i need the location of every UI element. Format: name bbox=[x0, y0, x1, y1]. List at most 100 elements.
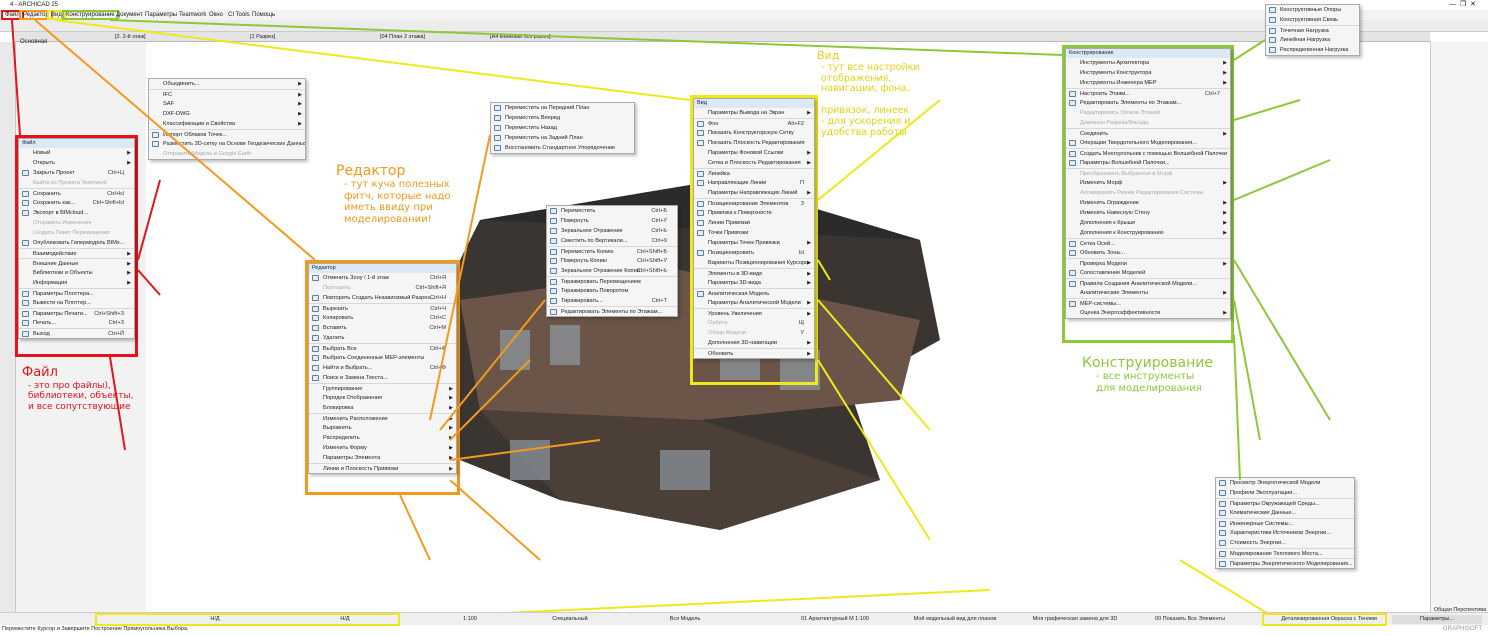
override-select[interactable]: Моя графическая замена для 3D bbox=[1032, 616, 1118, 622]
menu-item[interactable]: Линейка bbox=[694, 168, 814, 178]
menu-item[interactable]: Выровнять▶ bbox=[309, 423, 456, 433]
menu-ci-tools[interactable]: CI Tools bbox=[228, 12, 250, 18]
menu-item[interactable]: Параметры Элемента▶ bbox=[309, 453, 456, 463]
menu-item[interactable]: Оценка Энергоэффективности▶ bbox=[1066, 308, 1230, 318]
menu-item[interactable]: Найти и Выбрать...Ctrl+Ф bbox=[309, 363, 456, 373]
tab-plan-2[interactable]: [04 План 2 этажа] bbox=[380, 34, 426, 40]
menu-item[interactable]: Переместить Назад bbox=[491, 123, 634, 133]
menu-item[interactable]: Проверка Модели▶ bbox=[1066, 258, 1230, 268]
menu-help[interactable]: Помощь bbox=[252, 12, 276, 18]
menu-item[interactable]: Печать...Ctrl+З bbox=[19, 318, 134, 328]
tab-a4-layout[interactable]: [A4 книжный без рамок] bbox=[490, 34, 551, 40]
menu-item[interactable]: Переместить на Задний План bbox=[491, 133, 634, 143]
menu-item[interactable]: Импорт Облаков Точек... bbox=[149, 129, 305, 139]
params-button[interactable]: Параметры... bbox=[1392, 615, 1482, 624]
model-select[interactable]: Вся Модель bbox=[669, 616, 701, 622]
menu-item[interactable]: Параметры Плоттера... bbox=[19, 288, 134, 298]
menu-item[interactable]: Редактировать Элементы по Этажам... bbox=[547, 306, 677, 316]
menu-item[interactable]: Изменить Навесную Стену▶ bbox=[1066, 208, 1230, 218]
menu-item[interactable]: Информация▶ bbox=[19, 278, 134, 288]
menu-item[interactable]: Инструменты Конструктора▶ bbox=[1066, 68, 1230, 78]
menu-item[interactable]: Повторить Создать Независимый Разрез...C… bbox=[309, 293, 456, 303]
menu-item[interactable]: Показать Конструкторскую Сетку bbox=[694, 128, 814, 138]
menu-options[interactable]: Параметры bbox=[145, 12, 177, 18]
menu-item[interactable]: Инструменты Архитектора▶ bbox=[1066, 58, 1230, 68]
pen-set-select[interactable]: 01 Архитектурный М 1:100 bbox=[801, 616, 869, 622]
menu-item[interactable]: Характеристики Источников Энергии... bbox=[1216, 528, 1354, 538]
renovation-select[interactable]: 00 Показать Все Элементы bbox=[1155, 616, 1225, 622]
menu-teamwork[interactable]: Teamwork bbox=[179, 12, 207, 18]
menu-item[interactable]: Обновить▶ bbox=[694, 348, 814, 358]
menu-item[interactable]: Конструктивная Связь bbox=[1266, 15, 1359, 25]
menu-item[interactable]: Изменить Форму▶ bbox=[309, 443, 456, 453]
tab-section-1[interactable]: [1 Разрез] bbox=[250, 34, 276, 40]
menu-design[interactable]: Конструирование bbox=[62, 10, 119, 20]
menu-item[interactable]: Параметры Вывода на Экран▶ bbox=[694, 108, 814, 118]
menu-item[interactable]: Изменить Морф▶ bbox=[1066, 178, 1230, 188]
menu-item[interactable]: DXF-DWG▶ bbox=[149, 109, 305, 119]
menu-item[interactable]: Параметры Направляющих Линий▶ bbox=[694, 188, 814, 198]
menu-item[interactable]: Сопоставление Моделей bbox=[1066, 268, 1230, 278]
menu-item[interactable]: Объединить...▶ bbox=[149, 79, 305, 89]
menu-item[interactable]: Дополнения к Крыше▶ bbox=[1066, 218, 1230, 228]
menu-item[interactable]: Классификации и Свойства▶ bbox=[149, 119, 305, 129]
menu-item[interactable]: Тиражировать...Ctrl+Т bbox=[547, 296, 677, 306]
menu-item[interactable]: Разместить 3D-сетку на Основе Геодезичес… bbox=[149, 139, 305, 149]
menu-document[interactable]: Документ bbox=[116, 12, 143, 18]
menu-item[interactable]: Дополнения 3D-навигации▶ bbox=[694, 338, 814, 348]
menu-item[interactable]: Открыть▶ bbox=[19, 158, 134, 168]
menu-item[interactable]: Группирование▶ bbox=[309, 383, 456, 393]
menu-item[interactable]: Удалить bbox=[309, 333, 456, 343]
model-view-select[interactable]: Мой модельный вид для планов bbox=[913, 616, 997, 622]
menu-item[interactable]: Параметры Энергетического Моделирования.… bbox=[1216, 558, 1354, 568]
menu-item[interactable]: Точки Привязки bbox=[694, 228, 814, 238]
menu-item[interactable]: Уровень Увеличения▶ bbox=[694, 308, 814, 318]
menu-item[interactable]: Восстановить Стандартное Упорядочение bbox=[491, 143, 634, 153]
menu-item[interactable]: Новый▶ bbox=[19, 148, 134, 158]
menu-item[interactable]: Сетка и Плоскость Редактирования▶ bbox=[694, 158, 814, 168]
menu-item[interactable]: Библиотеки и Объекты▶ bbox=[19, 268, 134, 278]
nav-value-2[interactable]: Н/Д bbox=[340, 616, 350, 622]
menu-item[interactable]: Порядок Отображения▶ bbox=[309, 393, 456, 403]
menu-item[interactable]: SAF▶ bbox=[149, 99, 305, 109]
menu-item[interactable]: Конструктивные Опоры bbox=[1266, 5, 1359, 15]
menu-item[interactable]: Тиражировать Перемещением bbox=[547, 276, 677, 286]
menu-item[interactable]: Вывести на Плоттер... bbox=[19, 298, 134, 308]
menu-item[interactable]: MEP-системы... bbox=[1066, 298, 1230, 308]
menu-item[interactable]: Правила Создания Аналитической Модели... bbox=[1066, 278, 1230, 288]
menu-item[interactable]: Точечная Нагрузка bbox=[1266, 25, 1359, 35]
menu-item[interactable]: Параметры 3D-вида▶ bbox=[694, 278, 814, 288]
menu-item[interactable]: Сохранить как...Ctrl+Shift+Ы bbox=[19, 198, 134, 208]
menu-item[interactable]: Параметры Печати...Ctrl+Shift+З bbox=[19, 308, 134, 318]
menu-window[interactable]: Окно bbox=[209, 12, 223, 18]
menu-item[interactable]: Сетка Осей... bbox=[1066, 238, 1230, 248]
menu-item[interactable]: Соединить▶ bbox=[1066, 128, 1230, 138]
menu-file[interactable]: Файл bbox=[1, 10, 24, 20]
menu-item[interactable]: Аналитические Элементы▶ bbox=[1066, 288, 1230, 298]
menu-item[interactable]: Аналитическая Модель bbox=[694, 288, 814, 298]
menu-item[interactable]: Показать Плоскость Редактирования bbox=[694, 138, 814, 148]
menu-item[interactable]: Инженерные Системы... bbox=[1216, 518, 1354, 528]
menu-item[interactable]: Дополнения к Конструированию▶ bbox=[1066, 228, 1230, 238]
menu-item[interactable]: Моделирование Теплового Моста... bbox=[1216, 548, 1354, 558]
menu-item[interactable]: Параметры Окружающей Среды... bbox=[1216, 498, 1354, 508]
window-controls[interactable]: — ❐ ✕ bbox=[1449, 1, 1476, 8]
menu-item[interactable]: Стоимость Энергии... bbox=[1216, 538, 1354, 548]
menu-item[interactable]: Элементы в 3D-виде▶ bbox=[694, 268, 814, 278]
menu-item[interactable]: Линии Привязки bbox=[694, 218, 814, 228]
menu-item[interactable]: Изменить Ограждение▶ bbox=[1066, 198, 1230, 208]
menu-item[interactable]: Редактировать Элементы по Этажам... bbox=[1066, 98, 1230, 108]
scale-select[interactable]: 1:100 bbox=[463, 616, 477, 622]
tab-floor-2[interactable]: [2. 2-й этаж] bbox=[115, 34, 146, 40]
